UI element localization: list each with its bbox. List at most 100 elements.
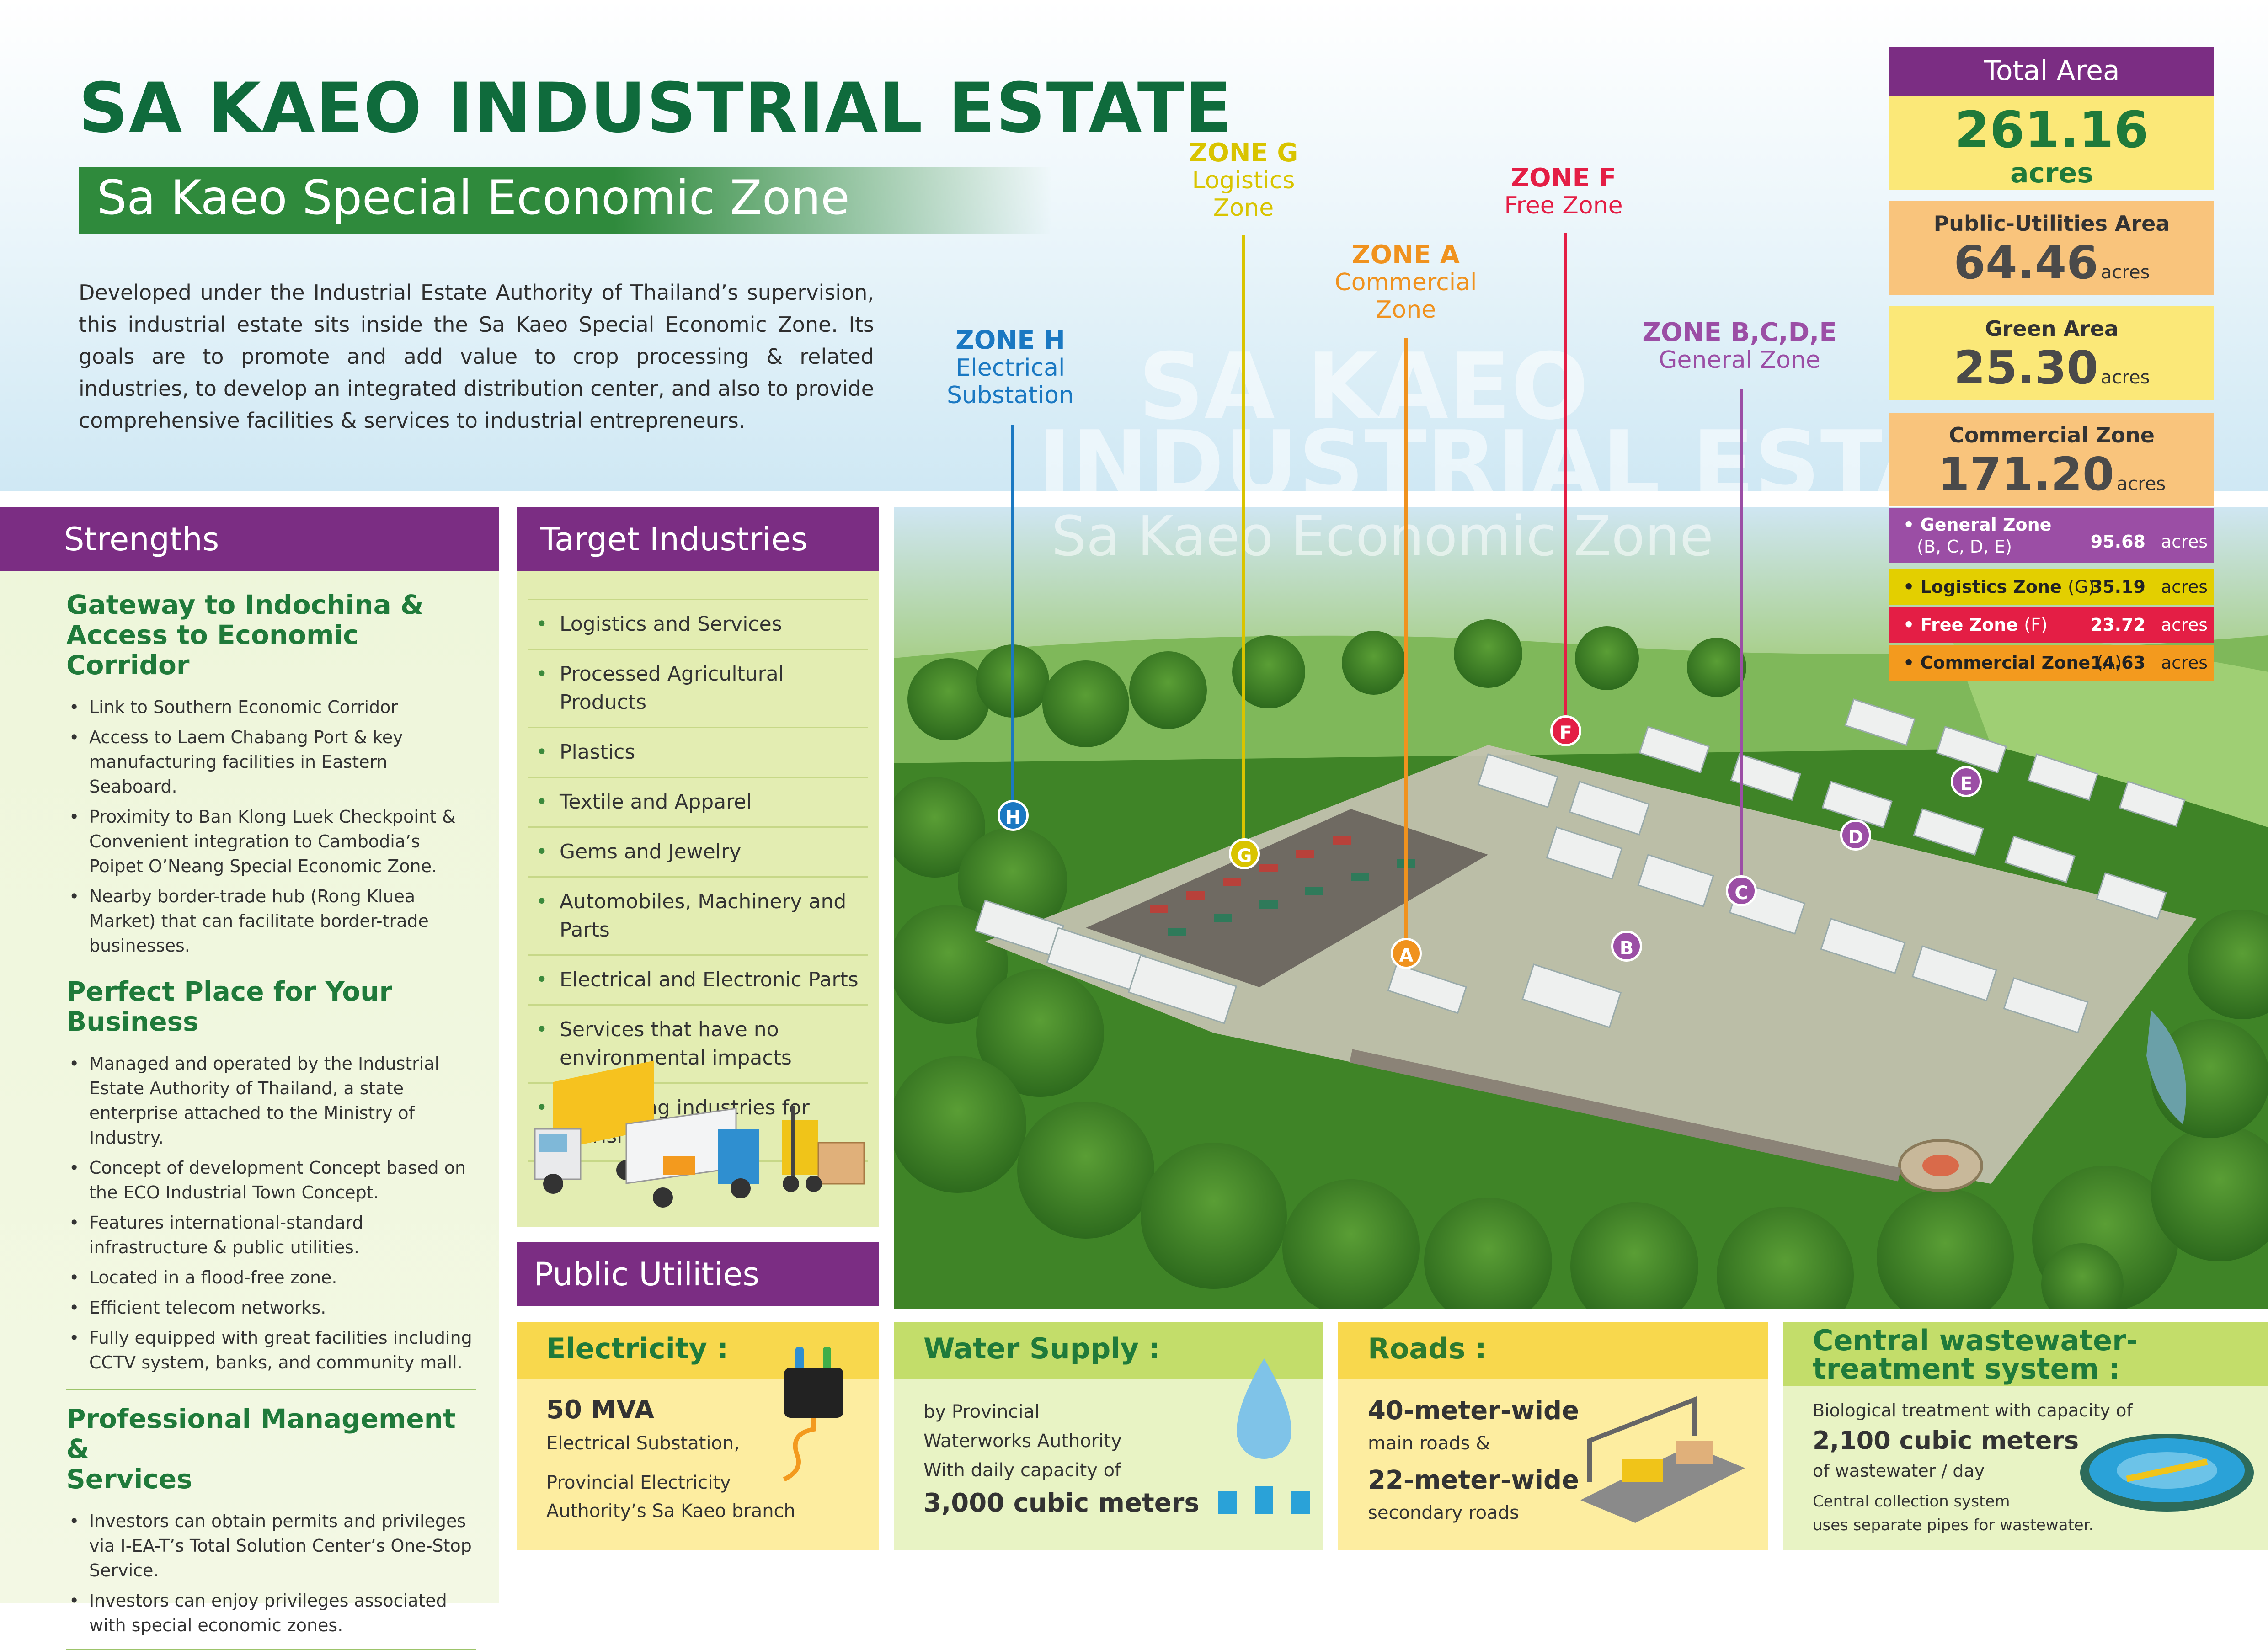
list-item: Gems and Jewelry — [528, 826, 868, 876]
strengths-content: Gateway to Indochina & Access to Economi… — [0, 571, 499, 1650]
commercial-zone-unit: acres — [2116, 474, 2166, 495]
wastewater-details: Biological treatment with capacity of 2,… — [1813, 1397, 2133, 1537]
list-item: Managed and operated by the Industrial E… — [66, 1051, 476, 1150]
breakdown-general-sublabel: (B, C, D, E) — [1917, 537, 2012, 557]
subtitle-bar — [79, 167, 1052, 234]
commercial-zone-box: Commercial Zone 171.20 acres — [1889, 413, 2214, 506]
electricity-title: Electricity : — [546, 1332, 729, 1365]
zone-g-label: ZONE G Logistics Zone — [1161, 139, 1326, 222]
zone-h-line2: Substation — [947, 382, 1074, 409]
total-area-unit: acres — [2010, 157, 2094, 189]
electricity-line3: Authority’s Sa Kaeo branch — [546, 1501, 795, 1522]
zone-g-line1: Logistics — [1192, 167, 1295, 194]
electricity-value: 50 MVA — [546, 1395, 655, 1425]
breakdown-commercial-unit: acres — [2161, 653, 2208, 673]
zone-f-label: ZONE F Free Zone — [1481, 163, 1646, 220]
public-utilities-unit: acres — [2100, 262, 2150, 283]
zone-a-leader-line — [1404, 338, 1408, 946]
list-item: Investors can enjoy privileges associate… — [66, 1588, 476, 1638]
breakdown-logistics-value: 35.19 — [2090, 577, 2145, 597]
list-item: Logistics and Services — [528, 599, 868, 649]
list-item: Investors can obtain permits and privile… — [66, 1509, 476, 1583]
breakdown-row-commercial: • Commercial Zone (A) 14.63 acres — [1889, 645, 2214, 681]
zone-f-title: ZONE F — [1510, 163, 1617, 193]
green-area-value: 25.30 — [1953, 341, 2098, 394]
breakdown-logistics-label: Logistics Zone — [1920, 577, 2062, 597]
treatment-tank-icon — [2080, 1434, 2254, 1512]
zone-f-line1: Free Zone — [1504, 192, 1623, 219]
roads-line1: main roads & — [1368, 1433, 1490, 1454]
water-line2: Waterworks Authority — [923, 1431, 1122, 1452]
water-supply-title: Water Supply : — [923, 1332, 1160, 1365]
page-subtitle: Sa Kaeo Special Economic Zone — [97, 170, 850, 225]
roads-value-secondary: 22-meter-wide — [1368, 1465, 1580, 1495]
zone-a-label: ZONE A Commercial Zone — [1323, 241, 1488, 324]
breakdown-free-code: (F) — [2024, 615, 2048, 635]
electricity-card: Electricity : 50 MVA Electrical Substati… — [517, 1322, 879, 1550]
water-line1: by Provincial — [923, 1401, 1040, 1422]
water-drop-icon — [1218, 1358, 1310, 1514]
list-item: Electrical and Electronic Parts — [528, 954, 868, 1004]
zone-g-title: ZONE G — [1189, 138, 1298, 168]
strength-3-list: Investors can obtain permits and privile… — [66, 1509, 476, 1638]
list-item: Efficient telecom networks. — [66, 1295, 476, 1320]
roads-card: Roads : 40-meter-wide main roads & 22-me… — [1338, 1322, 1768, 1550]
zone-h-leader-line — [1011, 425, 1014, 804]
list-item: Automobiles, Machinery and Parts — [528, 876, 868, 954]
zone-a-marker: A — [1391, 938, 1422, 969]
commercial-zone-value: 171.20 — [1937, 447, 2114, 501]
road-gantry-icon — [1580, 1396, 1745, 1523]
zone-d-marker: D — [1840, 820, 1871, 851]
zone-h-label: ZONE H Electrical Substation — [928, 327, 1093, 410]
power-plug-icon — [783, 1347, 843, 1482]
zone-c-marker: C — [1726, 875, 1757, 906]
zone-h-marker: H — [998, 800, 1029, 831]
list-item: Concept of development Concept based on … — [66, 1155, 476, 1205]
total-area-label: Total Area — [1984, 55, 2120, 87]
breakdown-logistics-code: (G) — [2067, 577, 2095, 597]
target-industries-heading: Target Industries — [517, 507, 879, 571]
wastewater-line4: uses separate pipes for wastewater. — [1813, 1516, 2094, 1534]
breakdown-logistics-unit: acres — [2161, 577, 2208, 597]
list-item: Services that have no environmental impa… — [528, 1004, 868, 1082]
breakdown-general-value: 95.68 — [2090, 532, 2145, 552]
zone-e-marker: E — [1951, 766, 1982, 797]
wastewater-card: Central wastewater- treatment system : B… — [1783, 1322, 2268, 1550]
roads-value-main: 40-meter-wide — [1368, 1396, 1580, 1426]
wastewater-line3: Central collection system — [1813, 1492, 2010, 1511]
zone-g-marker: G — [1229, 838, 1260, 869]
watermark-line-1: SA KAEO — [1138, 334, 1589, 440]
roads-details: 40-meter-wide main roads & 22-meter-wide… — [1368, 1393, 1579, 1527]
list-item: Features international-standard infrastr… — [66, 1210, 476, 1260]
wastewater-title-line2: treatment system : — [1813, 1352, 2120, 1385]
zone-g-line2: Zone — [1213, 194, 1274, 222]
zone-b-marker: B — [1611, 931, 1642, 962]
electricity-details: Electrical Substation, Provincial Electr… — [546, 1429, 795, 1525]
total-area-value: 261.16 — [1954, 101, 2149, 159]
green-area-box: Green Area 25.30 acres — [1889, 306, 2214, 400]
list-item: Nearby border-trade hub (Rong Kluea Mark… — [66, 884, 476, 958]
page-title: SA KAEO INDUSTRIAL ESTATE — [79, 69, 1233, 148]
breakdown-commercial-label: Commercial Zone — [1920, 653, 2091, 673]
zone-a-line1: Commercial — [1334, 269, 1477, 296]
total-area-header: Total Area — [1889, 47, 2214, 96]
breakdown-row-free: • Free Zone (F) 23.72 acres — [1889, 607, 2214, 643]
wastewater-title: Central wastewater- treatment system : — [1813, 1326, 2138, 1383]
green-area-unit: acres — [2100, 367, 2150, 388]
breakdown-free-label: Free Zone — [1920, 615, 2018, 635]
logistics-truck-illustration — [534, 1060, 865, 1208]
intro-paragraph: Developed under the Industrial Estate Au… — [79, 280, 874, 433]
strength-2-title-line1: Perfect Place for Your Business — [66, 976, 393, 1037]
breakdown-row-general: • General Zone (B, C, D, E) 95.68 acres — [1889, 508, 2214, 563]
water-line3: With daily capacity of — [923, 1460, 1121, 1481]
wastewater-line1: Biological treatment with capacity of — [1813, 1400, 2133, 1421]
strength-2-title: Perfect Place for Your Business — [66, 976, 476, 1037]
list-item: Processed Agricultural Products — [528, 649, 868, 727]
zone-f-marker: F — [1550, 715, 1581, 746]
breakdown-commercial-code: (A) — [2096, 653, 2122, 673]
zone-h-line1: Electrical — [955, 354, 1065, 382]
zone-bcde-label: ZONE B,C,D,E General Zone — [1637, 319, 1842, 374]
strength-1-list: Link to Southern Economic Corridor Acces… — [66, 695, 476, 958]
breakdown-free-unit: acres — [2161, 615, 2208, 635]
water-supply-card: Water Supply : by Provincial Waterworks … — [894, 1322, 1323, 1550]
